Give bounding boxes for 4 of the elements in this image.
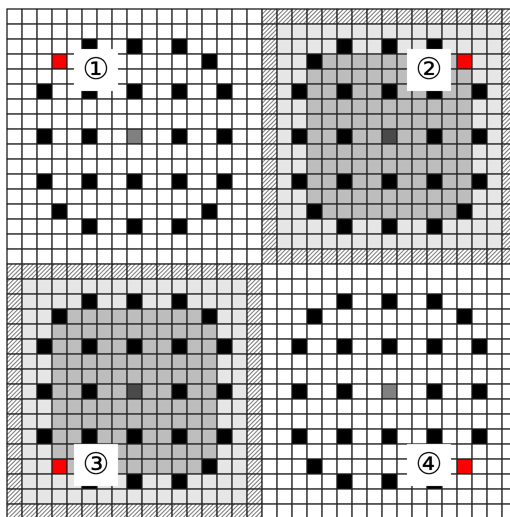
panel-number: ② [407, 49, 451, 91]
panel-number: ① [74, 49, 118, 91]
panel-number: ③ [74, 444, 118, 486]
panel-number: ④ [407, 444, 451, 486]
